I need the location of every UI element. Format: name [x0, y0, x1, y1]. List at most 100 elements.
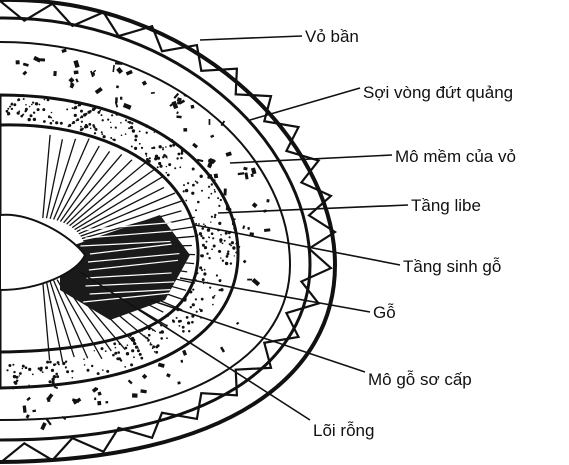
phloem-dot	[68, 124, 71, 127]
phloem-dot	[167, 174, 170, 177]
phloem-dot	[230, 245, 232, 247]
phloem-dot	[6, 110, 9, 113]
phloem-dot	[33, 118, 36, 121]
cortex-speck	[214, 174, 219, 179]
phloem-dot	[222, 242, 224, 244]
phloem-dot	[83, 358, 85, 360]
cortex-speck	[53, 71, 57, 76]
phloem-dot	[120, 122, 122, 124]
phloem-dot	[52, 381, 55, 384]
phloem-dot	[201, 254, 204, 257]
phloem-dot	[211, 232, 214, 235]
phloem-dot	[195, 298, 197, 300]
cortex-speck	[176, 111, 179, 114]
cortex-speck	[247, 279, 252, 281]
phloem-dot	[52, 120, 54, 122]
phloem-dot	[214, 191, 216, 193]
phloem-dot	[202, 244, 205, 247]
phloem-dot	[125, 133, 127, 135]
phloem-dot	[110, 122, 111, 123]
phloem-dot	[209, 287, 211, 289]
phloem-dot	[74, 106, 77, 109]
phloem-dot	[172, 319, 174, 321]
phloem-dot	[82, 128, 84, 130]
phloem-dot	[227, 253, 230, 256]
phloem-dot	[140, 357, 143, 360]
cortex-speck	[182, 350, 187, 356]
phloem-dot	[147, 339, 149, 341]
phloem-dot	[101, 131, 103, 133]
phloem-dot	[65, 361, 67, 363]
phloem-dot	[72, 107, 74, 109]
phloem-dot	[150, 342, 152, 344]
phloem-dot	[154, 351, 156, 353]
phloem-dot	[116, 113, 119, 116]
phloem-dot	[89, 110, 92, 113]
phloem-dot	[13, 103, 16, 106]
label-loi-rong: Lõi rỗng	[313, 421, 374, 440]
phloem-dot	[22, 368, 24, 370]
phloem-dot	[218, 222, 221, 225]
phloem-dot	[204, 246, 207, 249]
phloem-dot	[137, 347, 139, 349]
cortex-speck	[251, 168, 257, 175]
cortex-speck	[112, 65, 114, 72]
phloem-dot	[229, 208, 232, 211]
phloem-dot	[28, 368, 31, 371]
phloem-dot	[190, 306, 192, 308]
phloem-dot	[88, 123, 91, 126]
phloem-dot	[130, 126, 133, 129]
phloem-dot	[186, 316, 189, 319]
phloem-dot	[132, 129, 135, 132]
cortex-speck	[151, 92, 155, 94]
phloem-dot	[155, 352, 157, 354]
phloem-dot	[110, 137, 112, 139]
phloem-dot	[42, 108, 45, 111]
phloem-dot	[11, 108, 13, 110]
phloem-dot	[179, 166, 181, 168]
phloem-dot	[234, 218, 236, 220]
phloem-dot	[165, 146, 167, 148]
phloem-dot	[23, 98, 25, 100]
phloem-dot	[214, 216, 216, 218]
phloem-dot	[43, 120, 46, 123]
phloem-dot	[162, 148, 164, 150]
cortex-speck	[243, 260, 247, 264]
phloem-dot	[29, 106, 31, 108]
cortex-speck	[26, 414, 30, 418]
phloem-dot	[185, 189, 188, 192]
phloem-dot	[179, 320, 182, 323]
cortex-speck	[120, 97, 122, 100]
phloem-dot	[211, 248, 213, 250]
cortex-speck	[73, 60, 79, 68]
phloem-dot	[208, 186, 210, 188]
cortex-speck	[242, 225, 245, 229]
phloem-dot	[157, 166, 159, 168]
phloem-dot	[53, 384, 55, 386]
cortex-speck	[33, 56, 41, 63]
cortex-speck	[23, 63, 29, 67]
cortex-speck	[61, 49, 66, 53]
phloem-dot	[93, 126, 95, 128]
cortex-speck	[94, 398, 96, 401]
phloem-dot	[235, 243, 237, 245]
phloem-dot	[178, 153, 181, 156]
phloem-dot	[159, 145, 162, 148]
phloem-dot	[146, 132, 148, 134]
phloem-dot	[84, 364, 86, 366]
cortex-speck	[97, 392, 101, 396]
phloem-dot	[19, 375, 20, 376]
phloem-dot	[209, 237, 211, 239]
phloem-dot	[212, 237, 214, 239]
cortex-speck	[32, 410, 36, 413]
phloem-dot	[206, 253, 208, 255]
phloem-dot	[51, 112, 53, 114]
phloem-dot	[62, 362, 65, 365]
phloem-dot	[188, 330, 190, 332]
phloem-dot	[220, 199, 222, 201]
phloem-dot	[165, 137, 167, 139]
phloem-dot	[169, 145, 172, 148]
phloem-dot	[102, 369, 104, 371]
phloem-dot	[11, 103, 14, 106]
phloem-dot	[31, 104, 33, 106]
